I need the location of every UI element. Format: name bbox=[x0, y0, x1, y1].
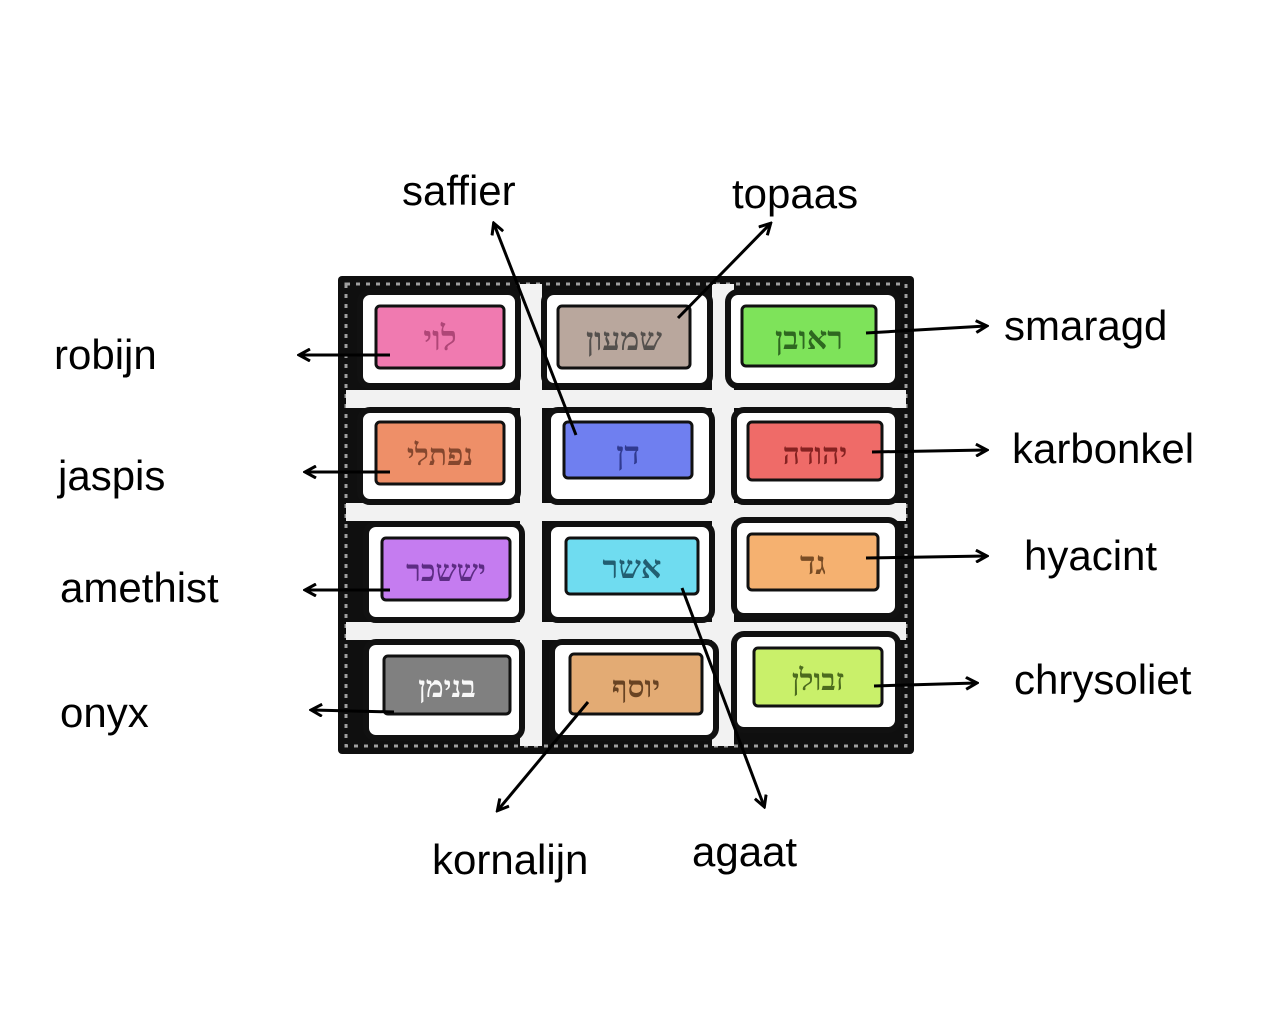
stone-inscription: אשר bbox=[603, 548, 662, 586]
label-hyacint: hyacint bbox=[1024, 532, 1157, 579]
arrow-agaat bbox=[680, 587, 764, 806]
label-jaspis: jaspis bbox=[56, 452, 165, 499]
stone-inscription: יהודה bbox=[783, 437, 847, 472]
stone-inscription: נפתלי bbox=[407, 438, 473, 473]
arrow-saffier bbox=[494, 224, 578, 436]
stone-inscription: בנימן bbox=[418, 670, 476, 705]
stone-9: בנימן bbox=[382, 654, 512, 716]
label-onyx: onyx bbox=[60, 689, 149, 736]
stone-inscription: יששכר bbox=[406, 554, 486, 589]
arrow-onyx bbox=[312, 710, 395, 712]
stone-2: ראובן bbox=[740, 304, 878, 368]
stone-4: דן bbox=[562, 420, 694, 480]
stone-3: נפתלי bbox=[374, 420, 506, 486]
stone-inscription: גד bbox=[800, 544, 826, 582]
stone-inscription: ראובן bbox=[775, 319, 843, 357]
label-chrysoliet: chrysoliet bbox=[1014, 656, 1192, 703]
stone-0: לוי bbox=[374, 304, 506, 370]
stone-inscription: דן bbox=[616, 434, 640, 472]
label-amethist: amethist bbox=[60, 564, 219, 611]
stone-7: אשר bbox=[564, 536, 700, 596]
labels: robijn jaspis amethist onyx saffier topa… bbox=[54, 167, 1194, 883]
label-karbonkel: karbonkel bbox=[1012, 425, 1194, 472]
label-kornalijn: kornalijn bbox=[432, 836, 588, 883]
label-saffier: saffier bbox=[402, 167, 516, 214]
arrow-smaragd bbox=[865, 326, 986, 335]
stone-inscription: שמעון bbox=[586, 320, 662, 358]
stone-inscription: יוסף bbox=[612, 670, 660, 705]
stone-inscription: זבולן bbox=[792, 663, 844, 698]
arrow-topaas bbox=[676, 224, 770, 320]
stone-inscription: לוי bbox=[423, 319, 457, 359]
arrow-karbonkel bbox=[871, 450, 986, 452]
label-topaas: topaas bbox=[732, 170, 858, 217]
arrow-hyacint bbox=[865, 556, 986, 558]
stone-11: זבולן bbox=[752, 646, 884, 708]
label-agaat: agaat bbox=[692, 828, 797, 875]
arrow-chrysoliet bbox=[873, 683, 976, 686]
stone-5: יהודה bbox=[746, 420, 884, 482]
stone-10: יוסף bbox=[568, 652, 704, 716]
arrows bbox=[300, 224, 986, 810]
arrow-kornalijn bbox=[498, 701, 590, 810]
label-smaragd: smaragd bbox=[1004, 302, 1167, 349]
stone-6: יששכר bbox=[380, 536, 512, 602]
stone-1: שמעון bbox=[556, 304, 692, 370]
stone-8: גד bbox=[746, 532, 880, 592]
label-robijn: robijn bbox=[54, 331, 157, 378]
